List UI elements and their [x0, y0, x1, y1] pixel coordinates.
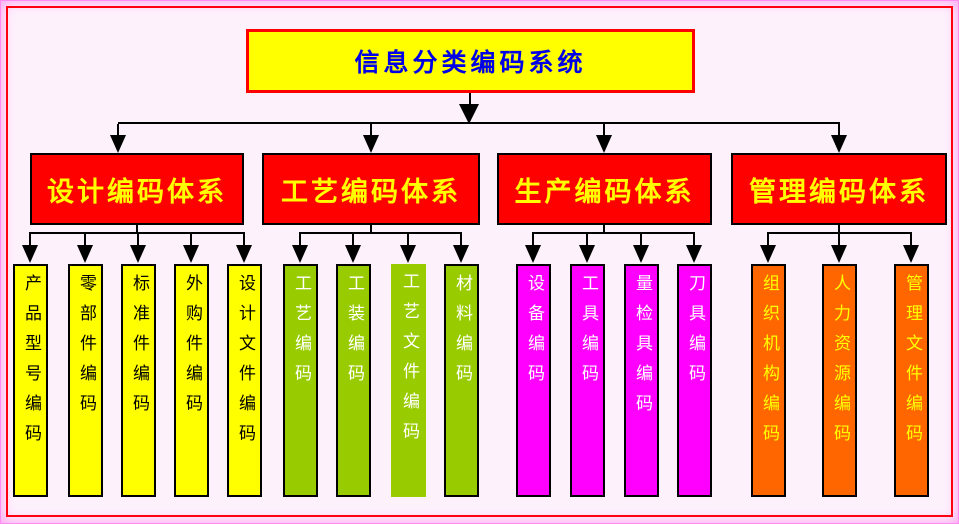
- leaf-equipment-code: 设备编码: [516, 264, 551, 497]
- arrowhead-down: [400, 245, 416, 263]
- connector-vline: [190, 234, 192, 245]
- connector-vline: [117, 124, 119, 136]
- branch-box-production: 生产编码体系: [497, 153, 712, 225]
- connector-vline: [137, 234, 139, 245]
- connector-vline: [640, 234, 642, 245]
- leaf-product-model-code: 产品型号编码: [13, 264, 48, 497]
- leaf-gauge-code: 量检具编码: [624, 264, 659, 497]
- arrowhead-down: [453, 245, 469, 263]
- connector-hline: [299, 232, 462, 234]
- arrowhead-down: [292, 245, 308, 263]
- arrowhead-down: [130, 245, 146, 263]
- arrowhead-down: [110, 135, 126, 153]
- leaf-standard-parts-code: 标准件编码: [121, 264, 156, 497]
- connector-vline: [767, 234, 769, 245]
- connector-vline: [299, 234, 301, 245]
- branch-label: 生产编码体系: [514, 176, 695, 208]
- connector-vline: [838, 234, 840, 245]
- arrowhead-down: [903, 245, 919, 263]
- leaf-purchased-parts-code: 外购件编码: [174, 264, 209, 497]
- connector-vline: [84, 234, 86, 245]
- branch-label: 设计编码体系: [47, 176, 227, 208]
- leaf-material-code: 材料编码: [444, 264, 479, 497]
- connector-vline: [370, 225, 372, 234]
- branch-label: 管理编码体系: [749, 176, 929, 208]
- arrowhead-down: [345, 245, 361, 263]
- connector-hline: [29, 232, 245, 234]
- leaf-organization-code: 组织机构编码: [751, 264, 786, 497]
- connector-vline: [136, 225, 138, 234]
- arrowhead-down: [236, 245, 252, 263]
- root-label: 信息分类编码系统: [354, 48, 587, 77]
- leaf-tool-code: 工具编码: [570, 264, 605, 497]
- leaf-design-document-code: 设计文件编码: [227, 264, 262, 497]
- connector-vline: [603, 124, 605, 136]
- connector-hline: [767, 232, 912, 234]
- connector-vline: [838, 225, 840, 234]
- branch-box-process: 工艺编码体系: [262, 153, 480, 225]
- connector-vline: [603, 225, 605, 234]
- connector-vline: [29, 234, 31, 245]
- connector-vline: [370, 124, 372, 136]
- arrowhead-down: [77, 245, 93, 263]
- connector-hline: [532, 232, 695, 234]
- arrowhead-down: [831, 245, 847, 263]
- arrowhead-down: [183, 245, 199, 263]
- arrowhead-down: [596, 135, 612, 153]
- arrowhead-down: [760, 245, 776, 263]
- connector-vline: [243, 234, 245, 245]
- connector-vline: [407, 234, 409, 245]
- arrowhead-down: [579, 245, 595, 263]
- branch-box-management: 管理编码体系: [731, 153, 947, 225]
- branch-label: 工艺编码体系: [281, 176, 461, 208]
- leaf-parts-code: 零部件编码: [68, 264, 103, 497]
- leaf-tooling-code: 工装编码: [336, 264, 371, 497]
- connector-vline: [469, 93, 471, 106]
- arrowhead-down: [633, 245, 649, 263]
- arrowhead-down: [22, 245, 38, 263]
- leaf-cutter-code: 刀具编码: [677, 264, 712, 497]
- leaf-process-code: 工艺编码: [283, 264, 318, 497]
- arrowhead-down: [831, 135, 847, 153]
- connector-vline: [586, 234, 588, 245]
- connector-vline: [693, 234, 695, 245]
- leaf-human-resource-code: 人力资源编码: [822, 264, 857, 497]
- connector-vline: [460, 234, 462, 245]
- arrowhead-down: [363, 135, 379, 153]
- connector-hline: [118, 122, 840, 124]
- arrowhead-down: [686, 245, 702, 263]
- arrowhead-down: [525, 245, 541, 263]
- root-box: 信息分类编码系统: [246, 29, 695, 93]
- connector-vline: [532, 234, 534, 245]
- leaf-process-document-code: 工艺文件编码: [391, 264, 426, 497]
- connector-vline: [910, 234, 912, 245]
- connector-vline: [838, 124, 840, 136]
- connector-vline: [352, 234, 354, 245]
- arrowhead-down: [459, 104, 479, 124]
- leaf-management-document-code: 管理文件编码: [894, 264, 929, 497]
- branch-box-design: 设计编码体系: [30, 153, 244, 225]
